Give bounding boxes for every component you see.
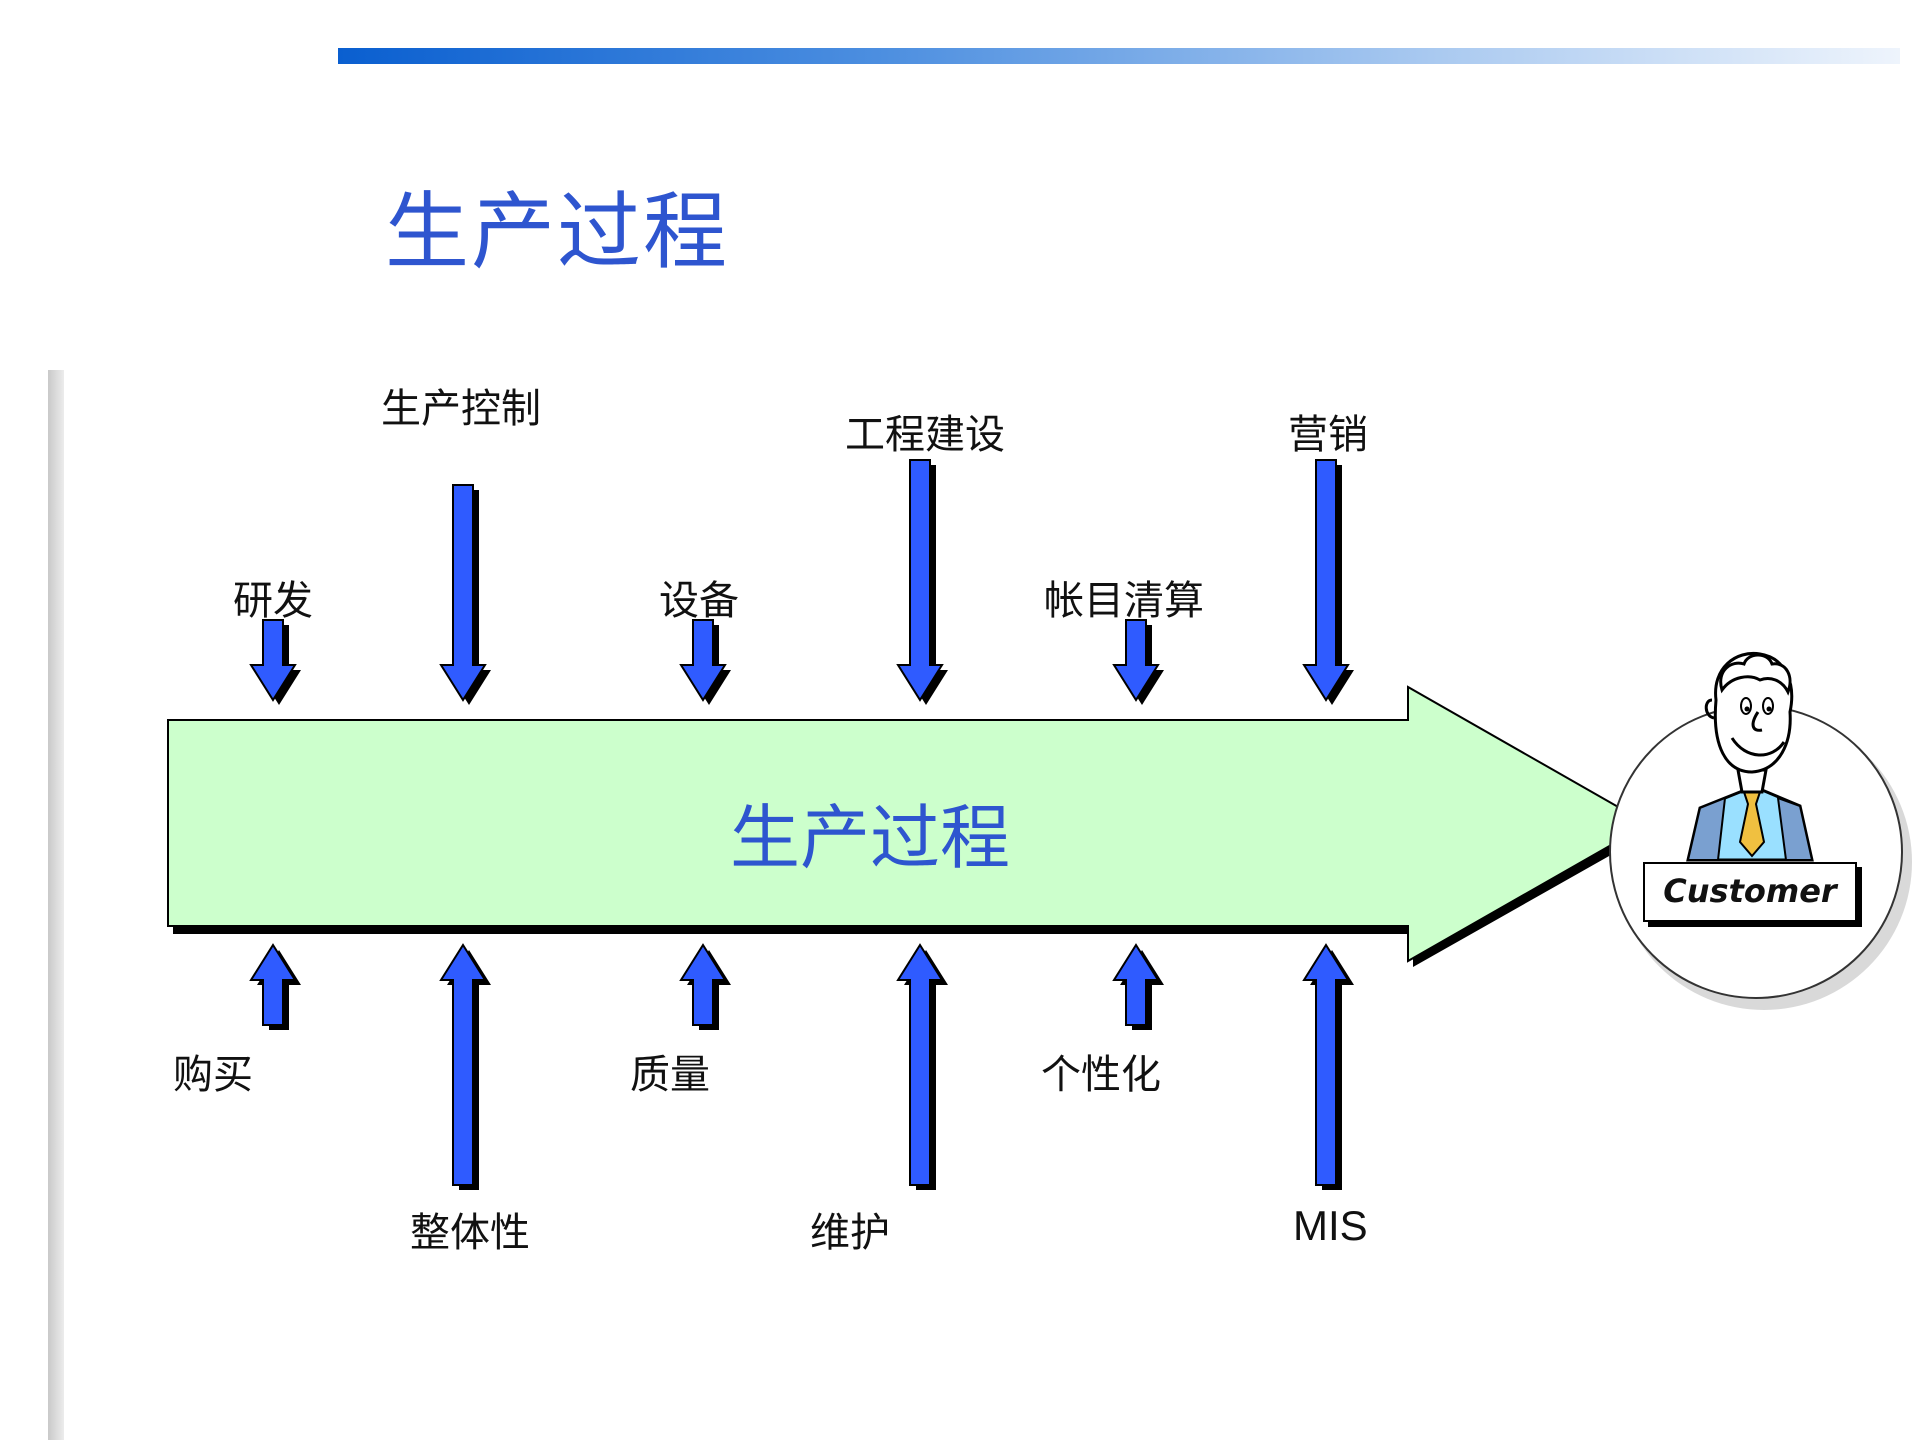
label-bottom-integrity: 整体性 bbox=[410, 1210, 530, 1256]
page-title: 生产过程 bbox=[385, 183, 730, 281]
left-margin-bar bbox=[48, 370, 64, 1440]
customer-tie bbox=[1738, 791, 1766, 858]
process-arrow-label: 生产过程 bbox=[730, 797, 1010, 879]
bottom-input-arrow bbox=[1112, 943, 1160, 1026]
label-bottom-maintenance: 维护 bbox=[810, 1210, 890, 1256]
customer-figure bbox=[1609, 651, 1912, 1010]
label-top-accounting: 帐目清算 bbox=[1044, 578, 1204, 624]
label-top-marketing: 营销 bbox=[1288, 412, 1368, 458]
bottom-input-arrow bbox=[1302, 943, 1350, 1186]
label-bottom-purchasing: 购买 bbox=[173, 1052, 253, 1098]
top-input-arrow bbox=[896, 459, 944, 702]
label-bottom-quality: 质量 bbox=[630, 1052, 710, 1098]
top-input-arrow bbox=[1112, 619, 1160, 702]
top-input-arrow bbox=[1302, 459, 1350, 702]
label-top-equipment: 设备 bbox=[659, 578, 739, 624]
label-top-engineering: 工程建设 bbox=[845, 412, 1005, 458]
label-bottom-mis: MIS bbox=[1293, 1202, 1368, 1249]
top-input-arrow bbox=[679, 619, 727, 702]
bottom-input-arrow bbox=[896, 943, 944, 1186]
customer-label: Customer bbox=[1643, 862, 1857, 922]
header-gradient-bar bbox=[338, 48, 1900, 64]
label-top-research: 研发 bbox=[233, 578, 313, 624]
bottom-input-arrow bbox=[679, 943, 727, 1026]
top-input-arrows bbox=[249, 459, 1354, 705]
top-input-arrow bbox=[439, 484, 487, 702]
bottom-input-arrows bbox=[249, 943, 1354, 1190]
process-arrow bbox=[167, 685, 1651, 963]
bottom-input-arrow bbox=[439, 943, 487, 1186]
label-top-production-control: 生产控制 bbox=[381, 386, 541, 432]
label-bottom-personalization: 个性化 bbox=[1041, 1052, 1161, 1098]
bottom-input-arrow bbox=[249, 943, 297, 1026]
top-input-arrow bbox=[249, 619, 297, 702]
